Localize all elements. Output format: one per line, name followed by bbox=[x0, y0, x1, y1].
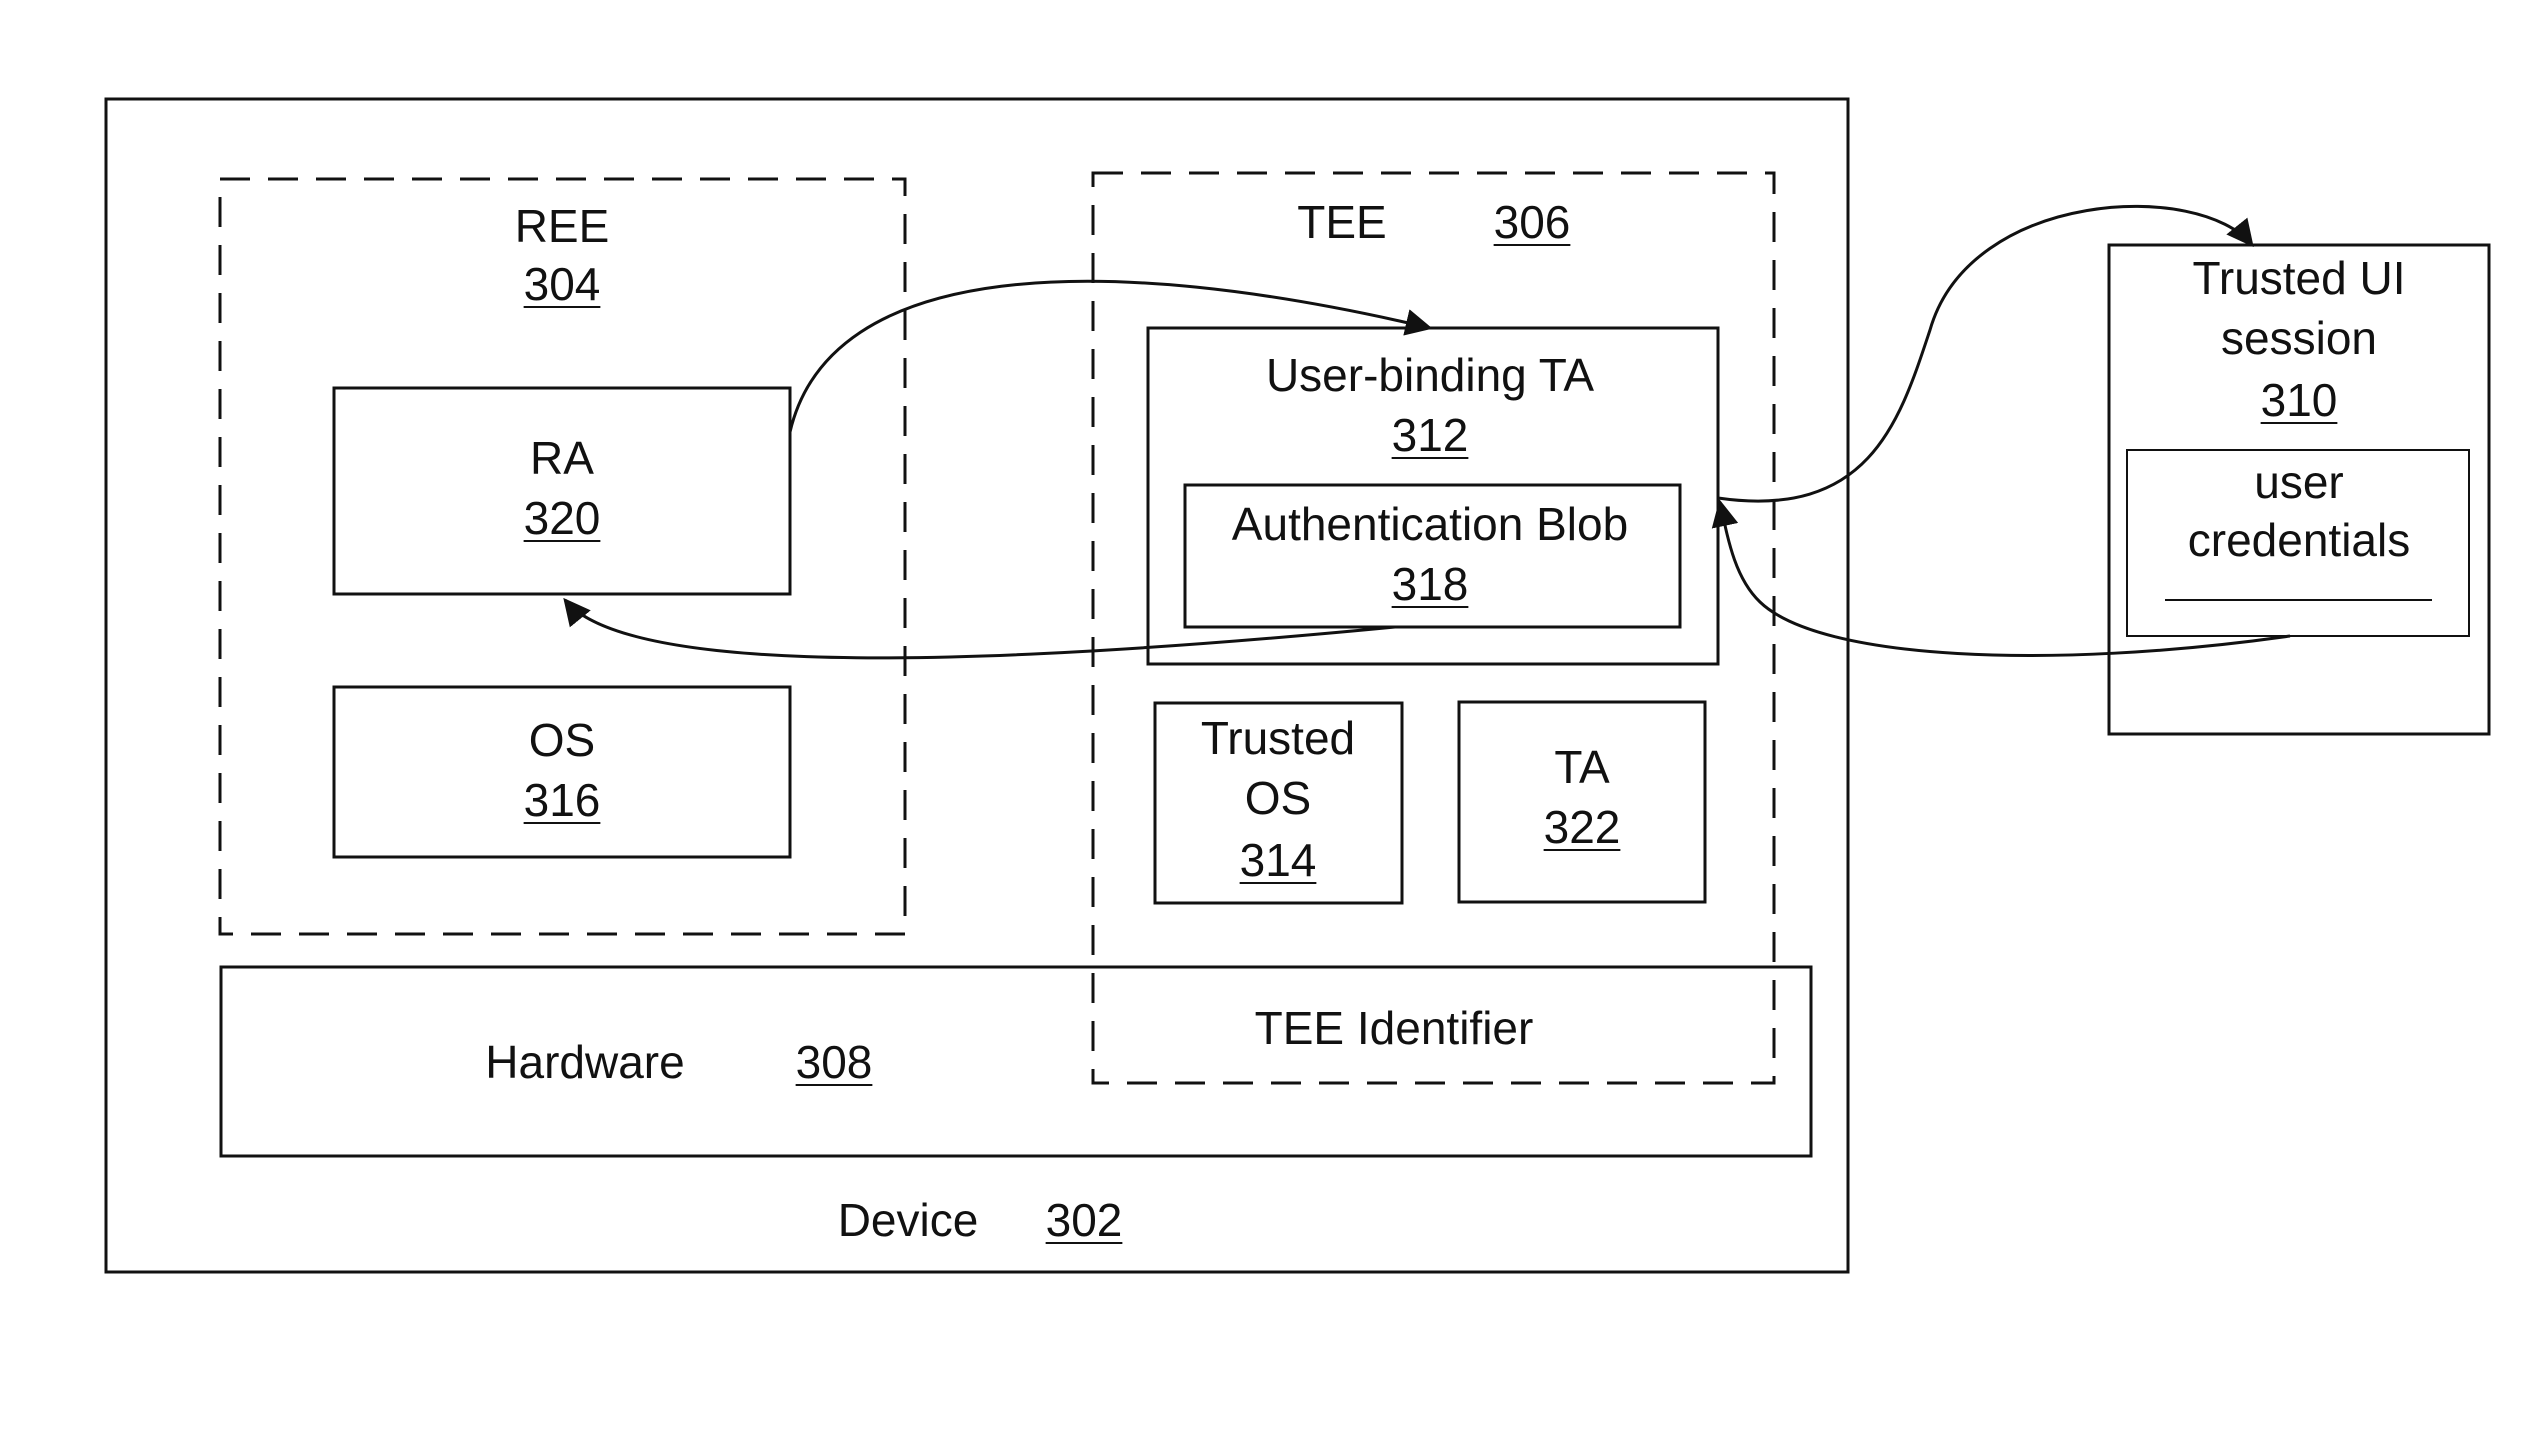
hardware-ref: 308 bbox=[796, 1032, 873, 1092]
ree-ref: 304 bbox=[524, 254, 601, 314]
arrow-blob-to-ra bbox=[565, 600, 1395, 658]
arrow-ta-to-trusted-ui bbox=[1718, 206, 2252, 501]
authentication-blob-label: Authentication Blob bbox=[1232, 494, 1628, 554]
os-label: OS bbox=[529, 710, 595, 770]
trusted-ui-session-label-line2: session bbox=[2221, 308, 2377, 368]
ra-label: RA bbox=[530, 428, 594, 488]
ree-label: REE bbox=[515, 196, 610, 256]
tee-identifier-label: TEE Identifier bbox=[1255, 998, 1534, 1058]
user-binding-ta-ref: 312 bbox=[1392, 405, 1469, 465]
ta-label: TA bbox=[1554, 737, 1609, 797]
ra-ref: 320 bbox=[524, 488, 601, 548]
tee-label: TEE bbox=[1297, 192, 1386, 252]
hardware-label: Hardware bbox=[485, 1032, 684, 1092]
hardware-box bbox=[221, 967, 1811, 1156]
trusted-os-ref: 314 bbox=[1240, 830, 1317, 890]
user-credentials-label-line1: user bbox=[2254, 452, 2343, 512]
ta-ref: 322 bbox=[1544, 797, 1621, 857]
trusted-os-label-line1: Trusted bbox=[1201, 708, 1355, 768]
trusted-ui-session-ref: 310 bbox=[2261, 370, 2338, 430]
device-ref: 302 bbox=[1046, 1190, 1123, 1250]
tee-ref: 306 bbox=[1494, 192, 1571, 252]
trusted-ui-session-label-line1: Trusted UI bbox=[2192, 248, 2405, 308]
authentication-blob-ref: 318 bbox=[1392, 554, 1469, 614]
user-credentials-label-line2: credentials bbox=[2188, 510, 2410, 570]
device-label: Device bbox=[838, 1190, 979, 1250]
trusted-os-label-line2: OS bbox=[1245, 768, 1311, 828]
os-ref: 316 bbox=[524, 770, 601, 830]
user-binding-ta-label: User-binding TA bbox=[1266, 345, 1594, 405]
